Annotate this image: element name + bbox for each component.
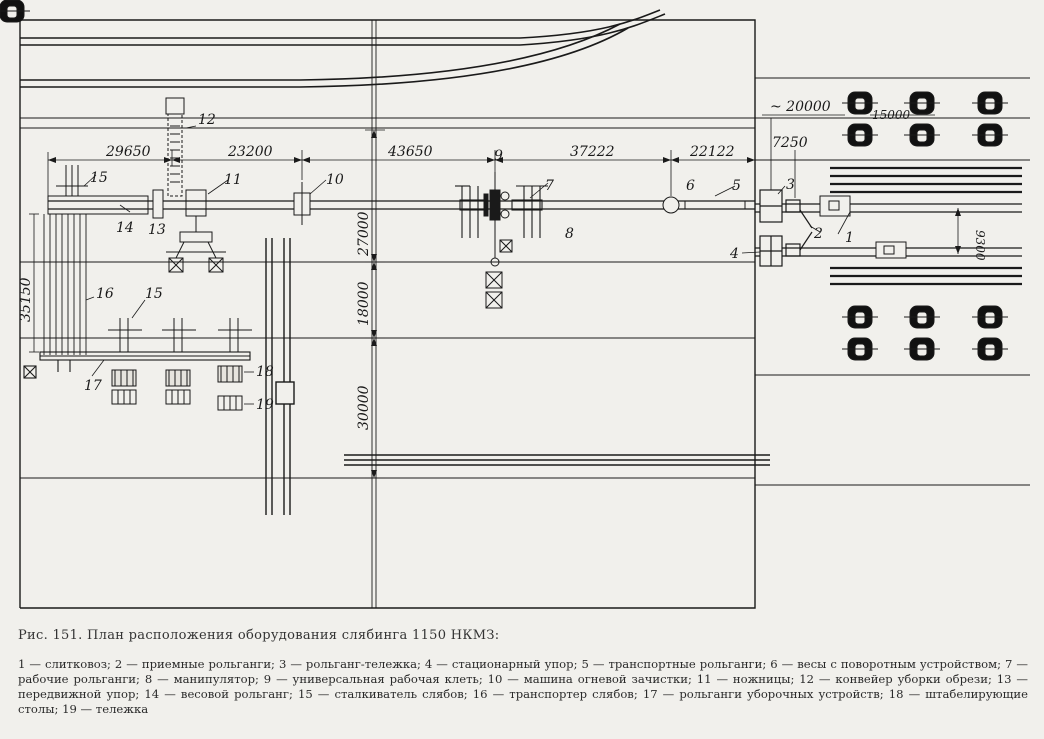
- equipment-plan-diagram: 29650 23200 43650 37222 22122 7250 ~ 200…: [0, 0, 1030, 609]
- figure-caption: Рис. 151. План расположения оборудования…: [18, 628, 1028, 717]
- callout-12: 12: [198, 112, 216, 128]
- callout-6: 6: [686, 178, 695, 194]
- receiving-roller-tables: [830, 166, 1022, 286]
- slab-pusher: [56, 165, 88, 196]
- slab-transporter: [43, 214, 87, 355]
- callout-1: 1: [845, 230, 854, 246]
- crop-conveyor: [165, 97, 185, 197]
- dim-27000: 27000: [356, 211, 372, 257]
- callout-5: 5: [732, 178, 741, 194]
- dim-7250: 7250: [772, 135, 808, 151]
- callout-14: 14: [116, 220, 134, 236]
- cars: [111, 389, 243, 411]
- movable-stop: [152, 189, 164, 219]
- callout-16: 16: [96, 286, 114, 302]
- callout-19: 19: [256, 397, 274, 413]
- dim-15000: 15000: [872, 108, 911, 122]
- leader-lines: [83, 125, 851, 405]
- callout-2: 2: [813, 226, 823, 242]
- weighing-roller-table: [47, 195, 149, 215]
- callout-7: 7: [545, 178, 554, 194]
- shears: [166, 189, 226, 273]
- grid-lines: [20, 20, 1030, 608]
- ingot-buggy: [819, 195, 907, 259]
- callout-10: 10: [326, 172, 344, 188]
- dim-30000: 30000: [356, 385, 372, 430]
- dim-20000: ~ 20000: [770, 99, 831, 115]
- universal-stand: [483, 172, 510, 221]
- figure-legend: 1 — слитковоз; 2 — приемные рольганги; 3…: [18, 657, 1028, 716]
- dim-22122: 22122: [689, 144, 735, 160]
- callout-numbers: 1 2 3 4 5 6 7 8 9 10 11 12 13 14 15 15 1…: [84, 112, 854, 413]
- crane-rails: [20, 9, 666, 88]
- vertical-tracks: [265, 238, 295, 515]
- transport-roller-table: [684, 200, 746, 210]
- dim-18000: 18000: [356, 281, 372, 326]
- piling-tables: [111, 365, 243, 387]
- dim-29650: 29650: [105, 144, 151, 160]
- scarfing-machine: [293, 182, 311, 225]
- manipulator: [485, 220, 513, 309]
- callout-4: 4: [729, 246, 739, 262]
- callout-17: 17: [84, 378, 102, 394]
- callout-9: 9: [494, 148, 503, 164]
- removal-roller-tables: [23, 351, 251, 379]
- soaking-pits: [0, 0, 1009, 361]
- figure-title: Рис. 151. План расположения оборудования…: [18, 628, 500, 643]
- dimension-arrows: [48, 130, 961, 478]
- callout-13: 13: [148, 222, 166, 238]
- callout-18: 18: [256, 364, 274, 380]
- soaking-pit: [0, 0, 30, 23]
- dim-37222: 37222: [570, 144, 615, 160]
- dim-23200: 23200: [227, 144, 273, 160]
- callout-15-lower: 15: [145, 286, 163, 302]
- dim-9300: 9300: [973, 230, 987, 261]
- callout-8: 8: [565, 226, 574, 242]
- building-outline: [19, 19, 1030, 609]
- dim-43650: 43650: [387, 144, 433, 160]
- callout-3: 3: [786, 177, 795, 193]
- bottom-rails: [344, 454, 770, 466]
- weigher: [662, 196, 680, 214]
- slab-pushers-lower: [108, 318, 252, 352]
- dimension-labels: 29650 23200 43650 37222 22122 7250 ~ 200…: [18, 99, 987, 430]
- callout-15-top: 15: [90, 170, 108, 186]
- working-roller-tables: [455, 185, 548, 238]
- roller-table-car: [759, 189, 813, 267]
- callout-11: 11: [224, 172, 242, 188]
- dim-35150: 35150: [18, 277, 34, 322]
